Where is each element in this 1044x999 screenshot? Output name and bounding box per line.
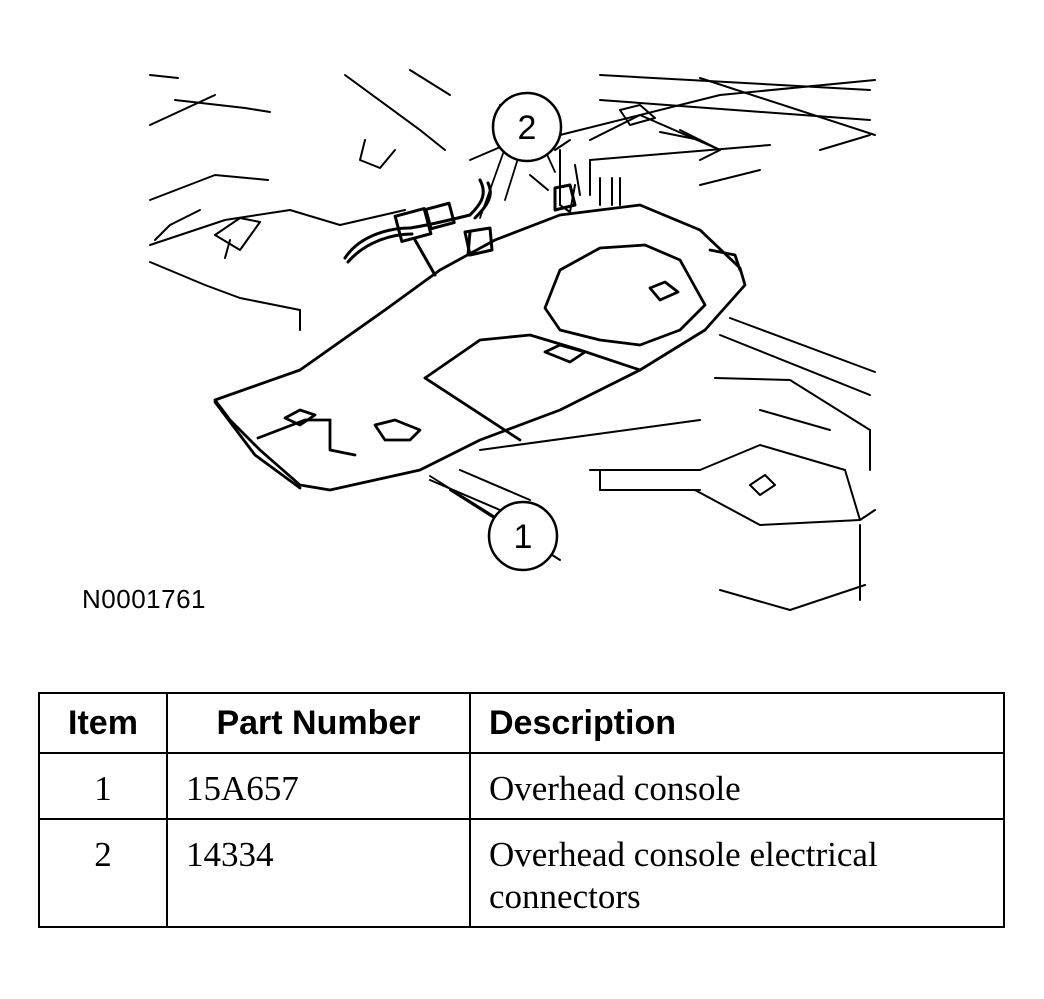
callout-2-label: 2 [518, 109, 537, 147]
table-header-row: Item Part Number Description [38, 692, 1005, 754]
cell-item: 2 [38, 818, 168, 928]
header-part-number: Part Number [166, 692, 471, 754]
cell-description: Overhead console [469, 752, 1005, 820]
table-row: 1 15A657 Overhead console [38, 752, 1005, 820]
headliner-outline [149, 69, 876, 611]
parts-table: Item Part Number Description 1 15A657 Ov… [38, 692, 1005, 928]
callout-1-label: 1 [514, 518, 533, 556]
cell-part-number: 14334 [166, 818, 471, 928]
callout-2: 2 [491, 91, 563, 163]
overhead-console [213, 203, 747, 492]
cell-part-number: 15A657 [166, 752, 471, 820]
cell-item: 1 [38, 752, 168, 820]
table-row: 2 14334 Overhead console electrical conn… [38, 818, 1005, 928]
header-item: Item [38, 692, 168, 754]
cell-description: Overhead console electrical connectors [469, 818, 1005, 928]
overhead-console-illustration: 2 1 [149, 69, 876, 611]
electrical-connectors [343, 178, 577, 277]
header-description: Description [469, 692, 1005, 754]
roof-clips [214, 104, 776, 496]
figure-id: N0001761 [82, 584, 206, 614]
callout-1: 1 [487, 500, 559, 572]
